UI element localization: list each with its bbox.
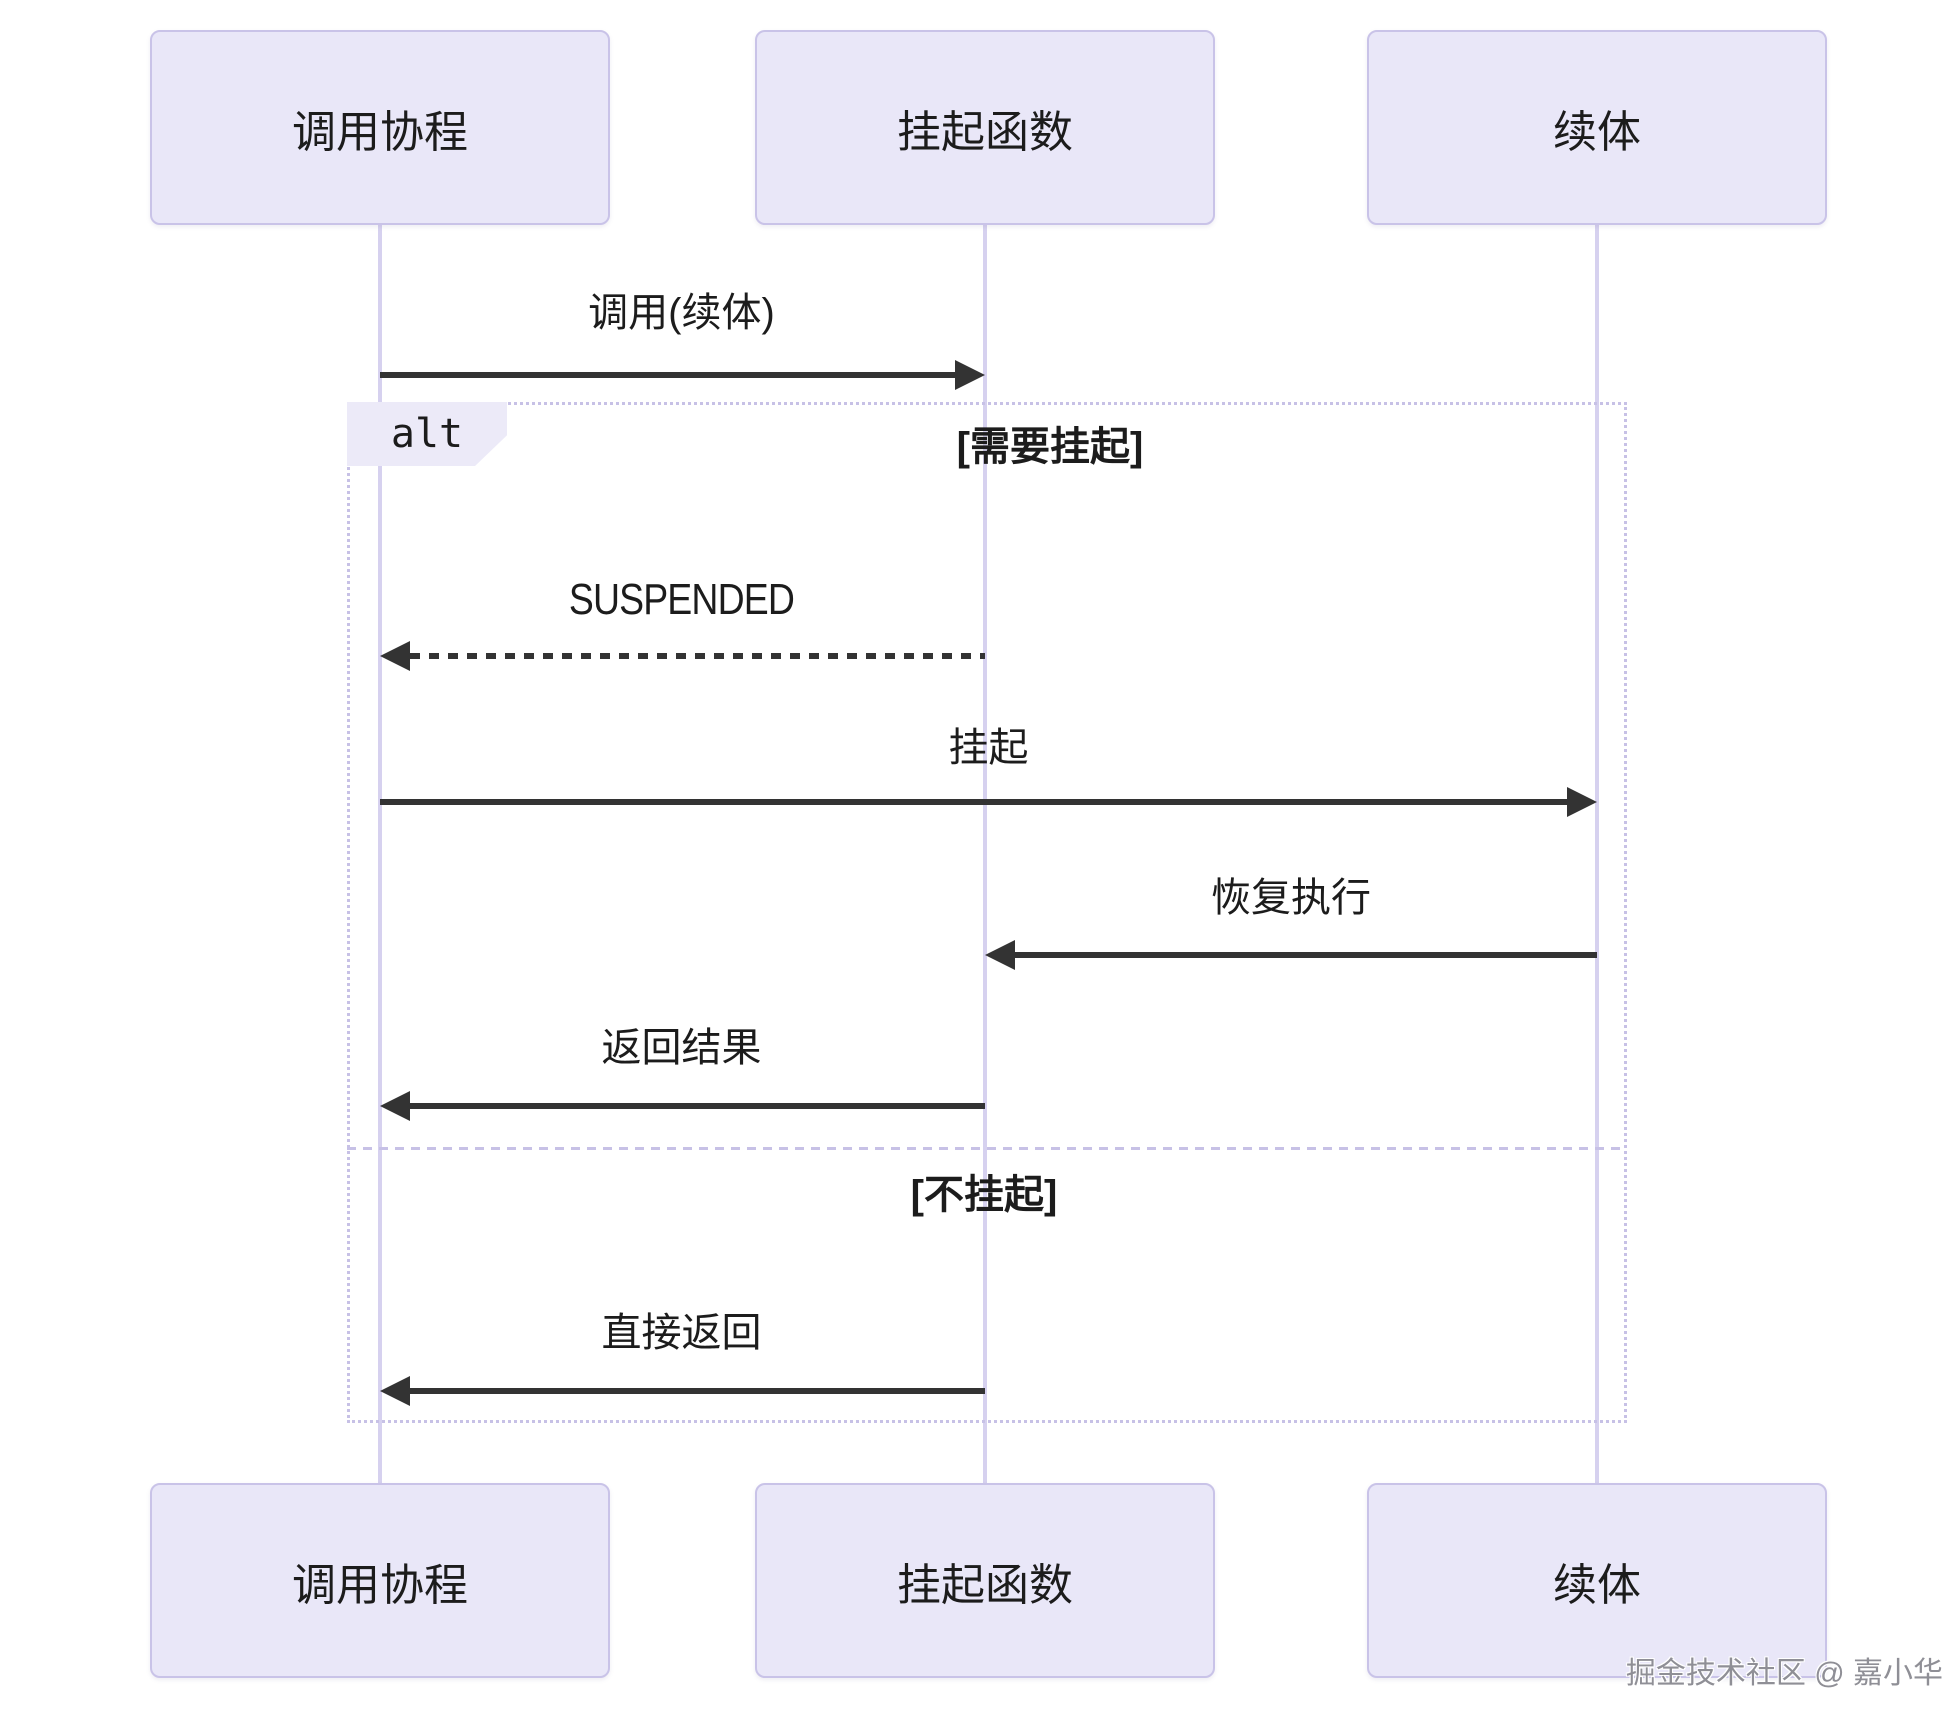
message-arrow-call: [380, 372, 955, 378]
arrowhead-right-icon: [955, 360, 985, 390]
alt-condition-no-suspend: [不挂起]: [910, 1173, 1058, 1217]
message-label-resume: 恢复执行: [1211, 876, 1371, 920]
actor-label: 挂起函数: [897, 107, 1073, 157]
actor-label: 挂起函数: [897, 1560, 1073, 1610]
lifeline-caller-coroutine: [378, 225, 382, 1483]
arrowhead-left-icon: [380, 641, 410, 671]
arrowhead-left-icon: [380, 1376, 410, 1406]
arrowhead-left-icon: [380, 1091, 410, 1121]
actor-top-continuation: 续体: [1367, 30, 1827, 225]
alt-branch-divider: [347, 1147, 1627, 1150]
lifeline-suspend-function: [983, 225, 987, 1483]
arrowhead-left-icon: [985, 940, 1015, 970]
actor-label: 调用协程: [292, 1560, 468, 1610]
lifeline-continuation: [1595, 225, 1599, 1483]
message-label-direct-return: 直接返回: [601, 1311, 762, 1355]
actor-bottom-caller-coroutine: 调用协程: [150, 1483, 610, 1678]
actor-label: 调用协程: [292, 107, 468, 157]
alt-frame: [347, 402, 1627, 1423]
message-label-suspend: 挂起: [948, 726, 1029, 770]
alt-condition-need-suspend: [需要挂起]: [956, 425, 1144, 469]
actor-label: 续体: [1553, 107, 1641, 157]
message-arrow-suspend: [380, 799, 1567, 805]
actor-label: 续体: [1553, 1560, 1641, 1610]
message-label-call: 调用(续体): [588, 291, 775, 335]
actor-top-suspend-function: 挂起函数: [755, 30, 1215, 225]
watermark: 掘金技术社区 @ 嘉小华: [1625, 1657, 1943, 1690]
actor-bottom-suspend-function: 挂起函数: [755, 1483, 1215, 1678]
message-label-suspended: SUSPENDED: [568, 575, 795, 624]
message-arrow-resume: [1015, 952, 1597, 958]
actor-bottom-continuation: 续体: [1367, 1483, 1827, 1678]
arrowhead-right-icon: [1567, 787, 1597, 817]
actor-top-caller-coroutine: 调用协程: [150, 30, 610, 225]
alt-operator-label: alt: [347, 402, 507, 466]
message-arrow-return-result: [410, 1103, 985, 1109]
message-arrow-suspended: [410, 653, 985, 659]
message-arrow-direct-return: [410, 1388, 985, 1394]
message-label-return-result: 返回结果: [601, 1026, 762, 1070]
